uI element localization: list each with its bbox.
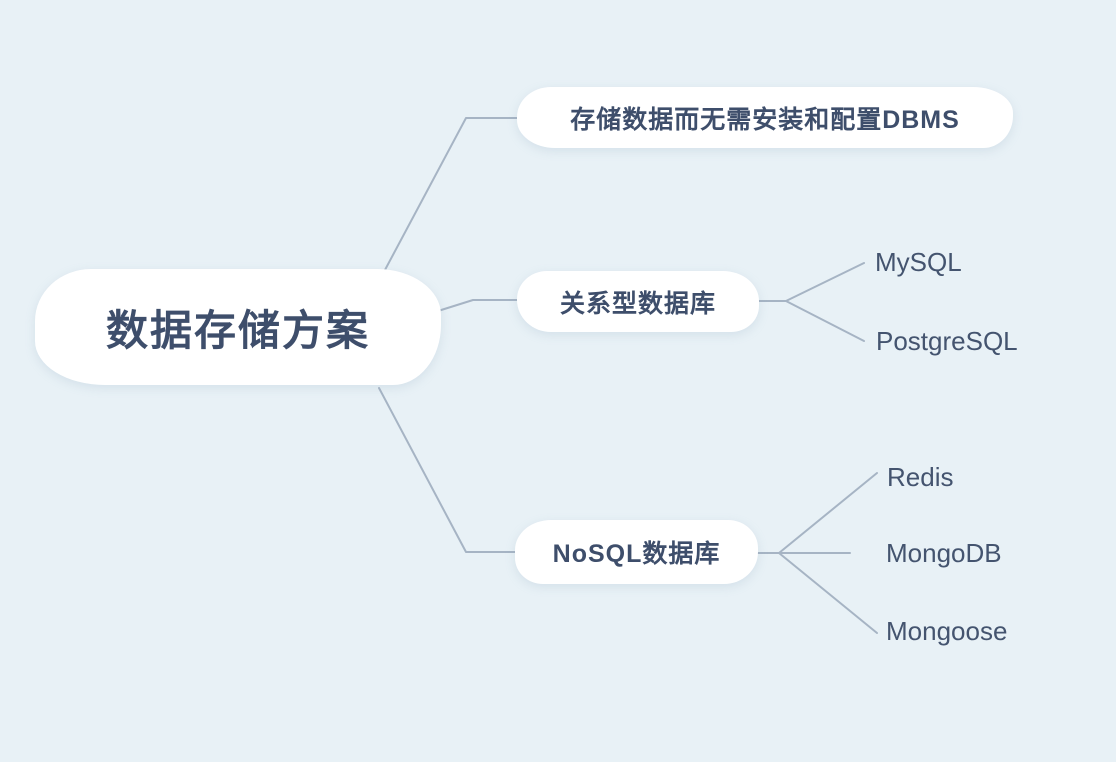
leaf-node-postgresql[interactable]: PostgreSQL bbox=[876, 326, 1018, 356]
connector-relational-to-mysql bbox=[758, 262, 865, 302]
branch-node-nosql-db[interactable]: NoSQL数据库 bbox=[515, 520, 758, 584]
leaf-node-redis[interactable]: Redis bbox=[887, 462, 954, 492]
leaf-node-mongodb[interactable]: MongoDB bbox=[886, 538, 1002, 568]
branch-node-relational-db[interactable]: 关系型数据库 bbox=[517, 271, 759, 332]
leaf-node-mongoose[interactable]: Mongoose bbox=[886, 616, 1008, 646]
branch-node-label: 关系型数据库 bbox=[559, 289, 716, 318]
leaf-node-mysql[interactable]: MySQL bbox=[875, 247, 962, 277]
connector-relational-to-postgresql bbox=[785, 300, 865, 342]
connector-nosql-to-redis bbox=[755, 472, 878, 554]
connector-root-to-dbms bbox=[377, 117, 520, 284]
branch-node-label: 存储数据而无需安装和配置DBMS bbox=[570, 105, 960, 134]
connector-nosql-to-mongoose bbox=[778, 552, 878, 634]
root-node-label: 数据存储方案 bbox=[105, 306, 370, 354]
connector-root-to-nosql bbox=[378, 387, 520, 553]
branch-node-label: NoSQL数据库 bbox=[552, 540, 721, 568]
connector-root-to-relational bbox=[437, 299, 521, 312]
root-node-data-storage[interactable]: 数据存储方案 bbox=[35, 269, 441, 385]
branch-node-no-dbms-setup[interactable]: 存储数据而无需安装和配置DBMS bbox=[517, 87, 1013, 148]
